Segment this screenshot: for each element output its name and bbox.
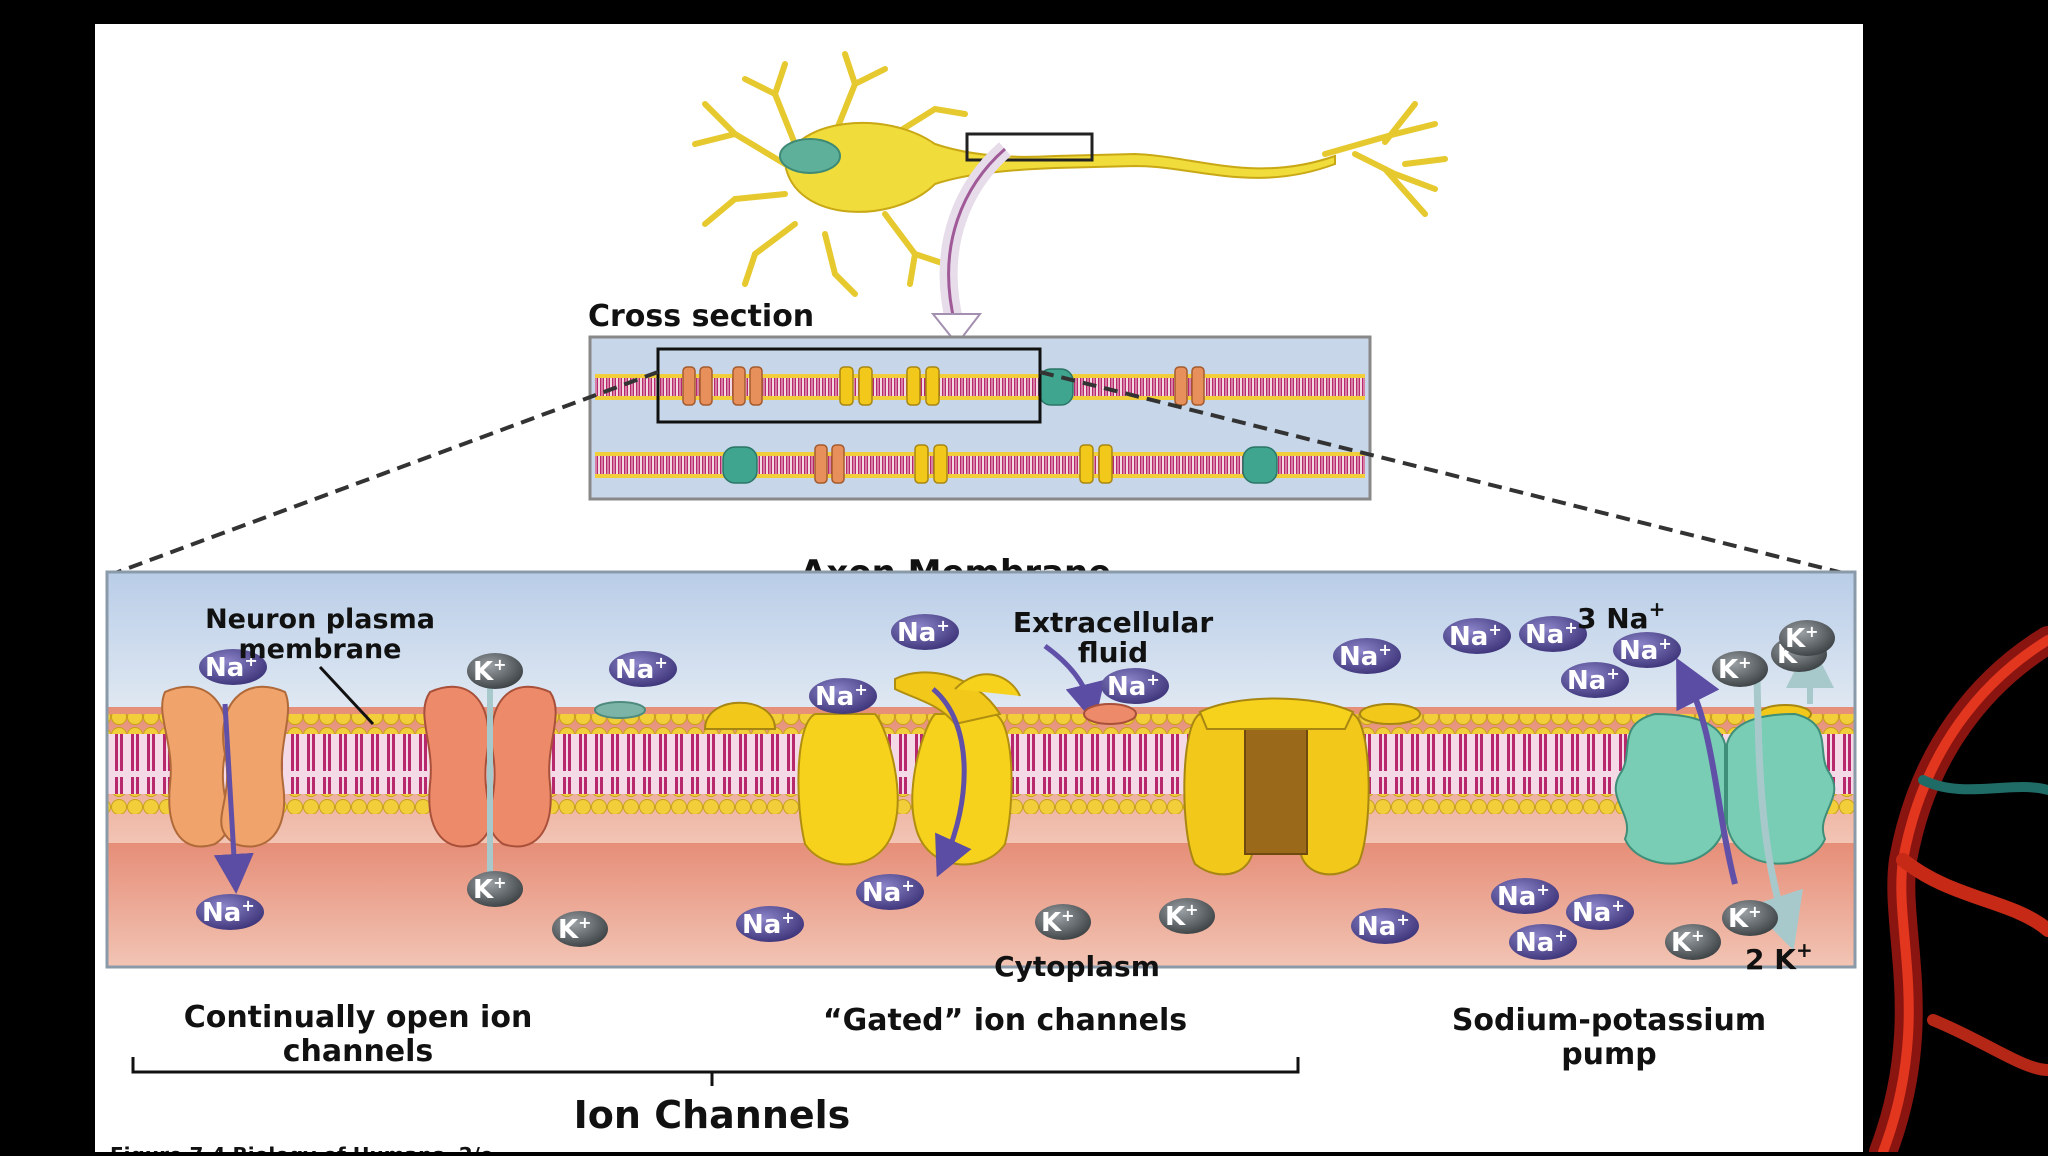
cytoplasm-label: Cytoplasm — [994, 950, 1160, 983]
open-channel-1 — [161, 685, 290, 848]
svg-text:fluid: fluid — [1078, 636, 1148, 669]
ion-na: Na+ — [1491, 878, 1559, 914]
neuron-plasma-membrane-label: Neuron plasma — [205, 604, 435, 635]
gated-channels-label: “Gated” ion channels — [823, 1003, 1187, 1038]
cross-section-panel — [588, 335, 1372, 501]
svg-text:K+: K+ — [473, 873, 507, 905]
svg-text:Na+: Na+ — [202, 896, 255, 928]
ion-na: Na+ — [199, 649, 267, 685]
ion-k: K+ — [1665, 924, 1721, 960]
figure-slide: Cross section — [95, 24, 1863, 1156]
sodium-potassium-pump-label: Sodium-potassium — [1452, 1003, 1766, 1038]
zoom-box — [965, 132, 1094, 162]
ion-k: K+ — [1712, 651, 1768, 687]
neuron-illustration — [692, 51, 1448, 346]
svg-text:K+: K+ — [1718, 653, 1752, 685]
gated-channel-closed — [1183, 697, 1370, 876]
ion-na: Na+ — [1333, 638, 1401, 674]
svg-text:Na+: Na+ — [205, 651, 258, 683]
svg-text:K+: K+ — [1165, 900, 1199, 932]
ion-na: Na+ — [1351, 908, 1419, 944]
svg-text:Na+: Na+ — [1107, 670, 1160, 702]
ion-na: Na+ — [1509, 924, 1577, 960]
svg-text:Na+: Na+ — [1567, 664, 1620, 696]
ion-na: Na+ — [809, 678, 877, 714]
ion-k: K+ — [1779, 620, 1835, 656]
svg-text:K+: K+ — [1785, 622, 1819, 654]
ion-na: Na+ — [1443, 618, 1511, 654]
svg-text:Na+: Na+ — [815, 680, 868, 712]
svg-text:Na+: Na+ — [742, 908, 795, 940]
ion-na: Na+ — [1566, 894, 1634, 930]
cross-section-label: Cross section — [588, 299, 814, 334]
svg-text:Na+: Na+ — [1572, 896, 1625, 928]
ion-na: Na+ — [736, 906, 804, 942]
svg-text:Na+: Na+ — [1619, 634, 1672, 666]
ion-channels-bracket — [131, 1057, 1300, 1074]
ion-na: Na+ — [1613, 632, 1681, 668]
ion-na: Na+ — [196, 894, 264, 930]
two-k-label: 2 K+ — [1745, 938, 1813, 976]
ion-k: K+ — [552, 911, 608, 947]
open-channel-2 — [423, 685, 557, 848]
ion-channels-label: Ion Channels — [574, 1093, 851, 1137]
ion-k: K+ — [467, 653, 523, 689]
decorative-neuron-background — [1869, 626, 2048, 1152]
three-na-label: 3 Na+ — [1577, 597, 1665, 635]
ion-na: Na+ — [891, 614, 959, 650]
svg-text:Na+: Na+ — [897, 616, 950, 648]
svg-text:K+: K+ — [473, 655, 507, 687]
svg-text:Na+: Na+ — [615, 653, 668, 685]
cross-section-zoom-box — [656, 347, 1042, 424]
ion-k: K+ — [1035, 904, 1091, 940]
ion-k: K+ — [1722, 900, 1778, 936]
svg-text:Na+: Na+ — [1515, 926, 1568, 958]
svg-text:K+: K+ — [1041, 906, 1075, 938]
svg-text:Na+: Na+ — [1525, 618, 1578, 650]
neuron-nucleus — [779, 138, 841, 174]
svg-text:channels: channels — [283, 1034, 434, 1069]
svg-text:membrane: membrane — [239, 634, 402, 665]
ion-k: K+ — [1159, 898, 1215, 934]
svg-text:Na+: Na+ — [1339, 640, 1392, 672]
svg-text:pump: pump — [1561, 1037, 1657, 1072]
open-channels-label: Continually open ion — [184, 1000, 533, 1035]
svg-text:Na+: Na+ — [1449, 620, 1502, 652]
svg-text:Na+: Na+ — [1357, 910, 1410, 942]
ion-channels-diagram: Cross section — [105, 51, 1857, 1156]
ion-na: Na+ — [856, 874, 924, 910]
ion-na: Na+ — [1101, 668, 1169, 704]
svg-text:Na+: Na+ — [1497, 880, 1550, 912]
svg-text:Na+: Na+ — [862, 876, 915, 908]
ion-k: K+ — [467, 871, 523, 907]
figure-caption: Figure 7-4 Biology of Humans, 2/e — [110, 1143, 494, 1152]
sodium-potassium-pump — [1614, 712, 1836, 865]
ion-na: Na+ — [1561, 662, 1629, 698]
ion-na: Na+ — [609, 651, 677, 687]
svg-text:K+: K+ — [558, 913, 592, 945]
svg-text:K+: K+ — [1728, 902, 1762, 934]
ion-na: Na+ — [1519, 616, 1587, 652]
extracellular-fluid-label: Extracellular — [1013, 606, 1213, 639]
svg-text:K+: K+ — [1671, 926, 1705, 958]
